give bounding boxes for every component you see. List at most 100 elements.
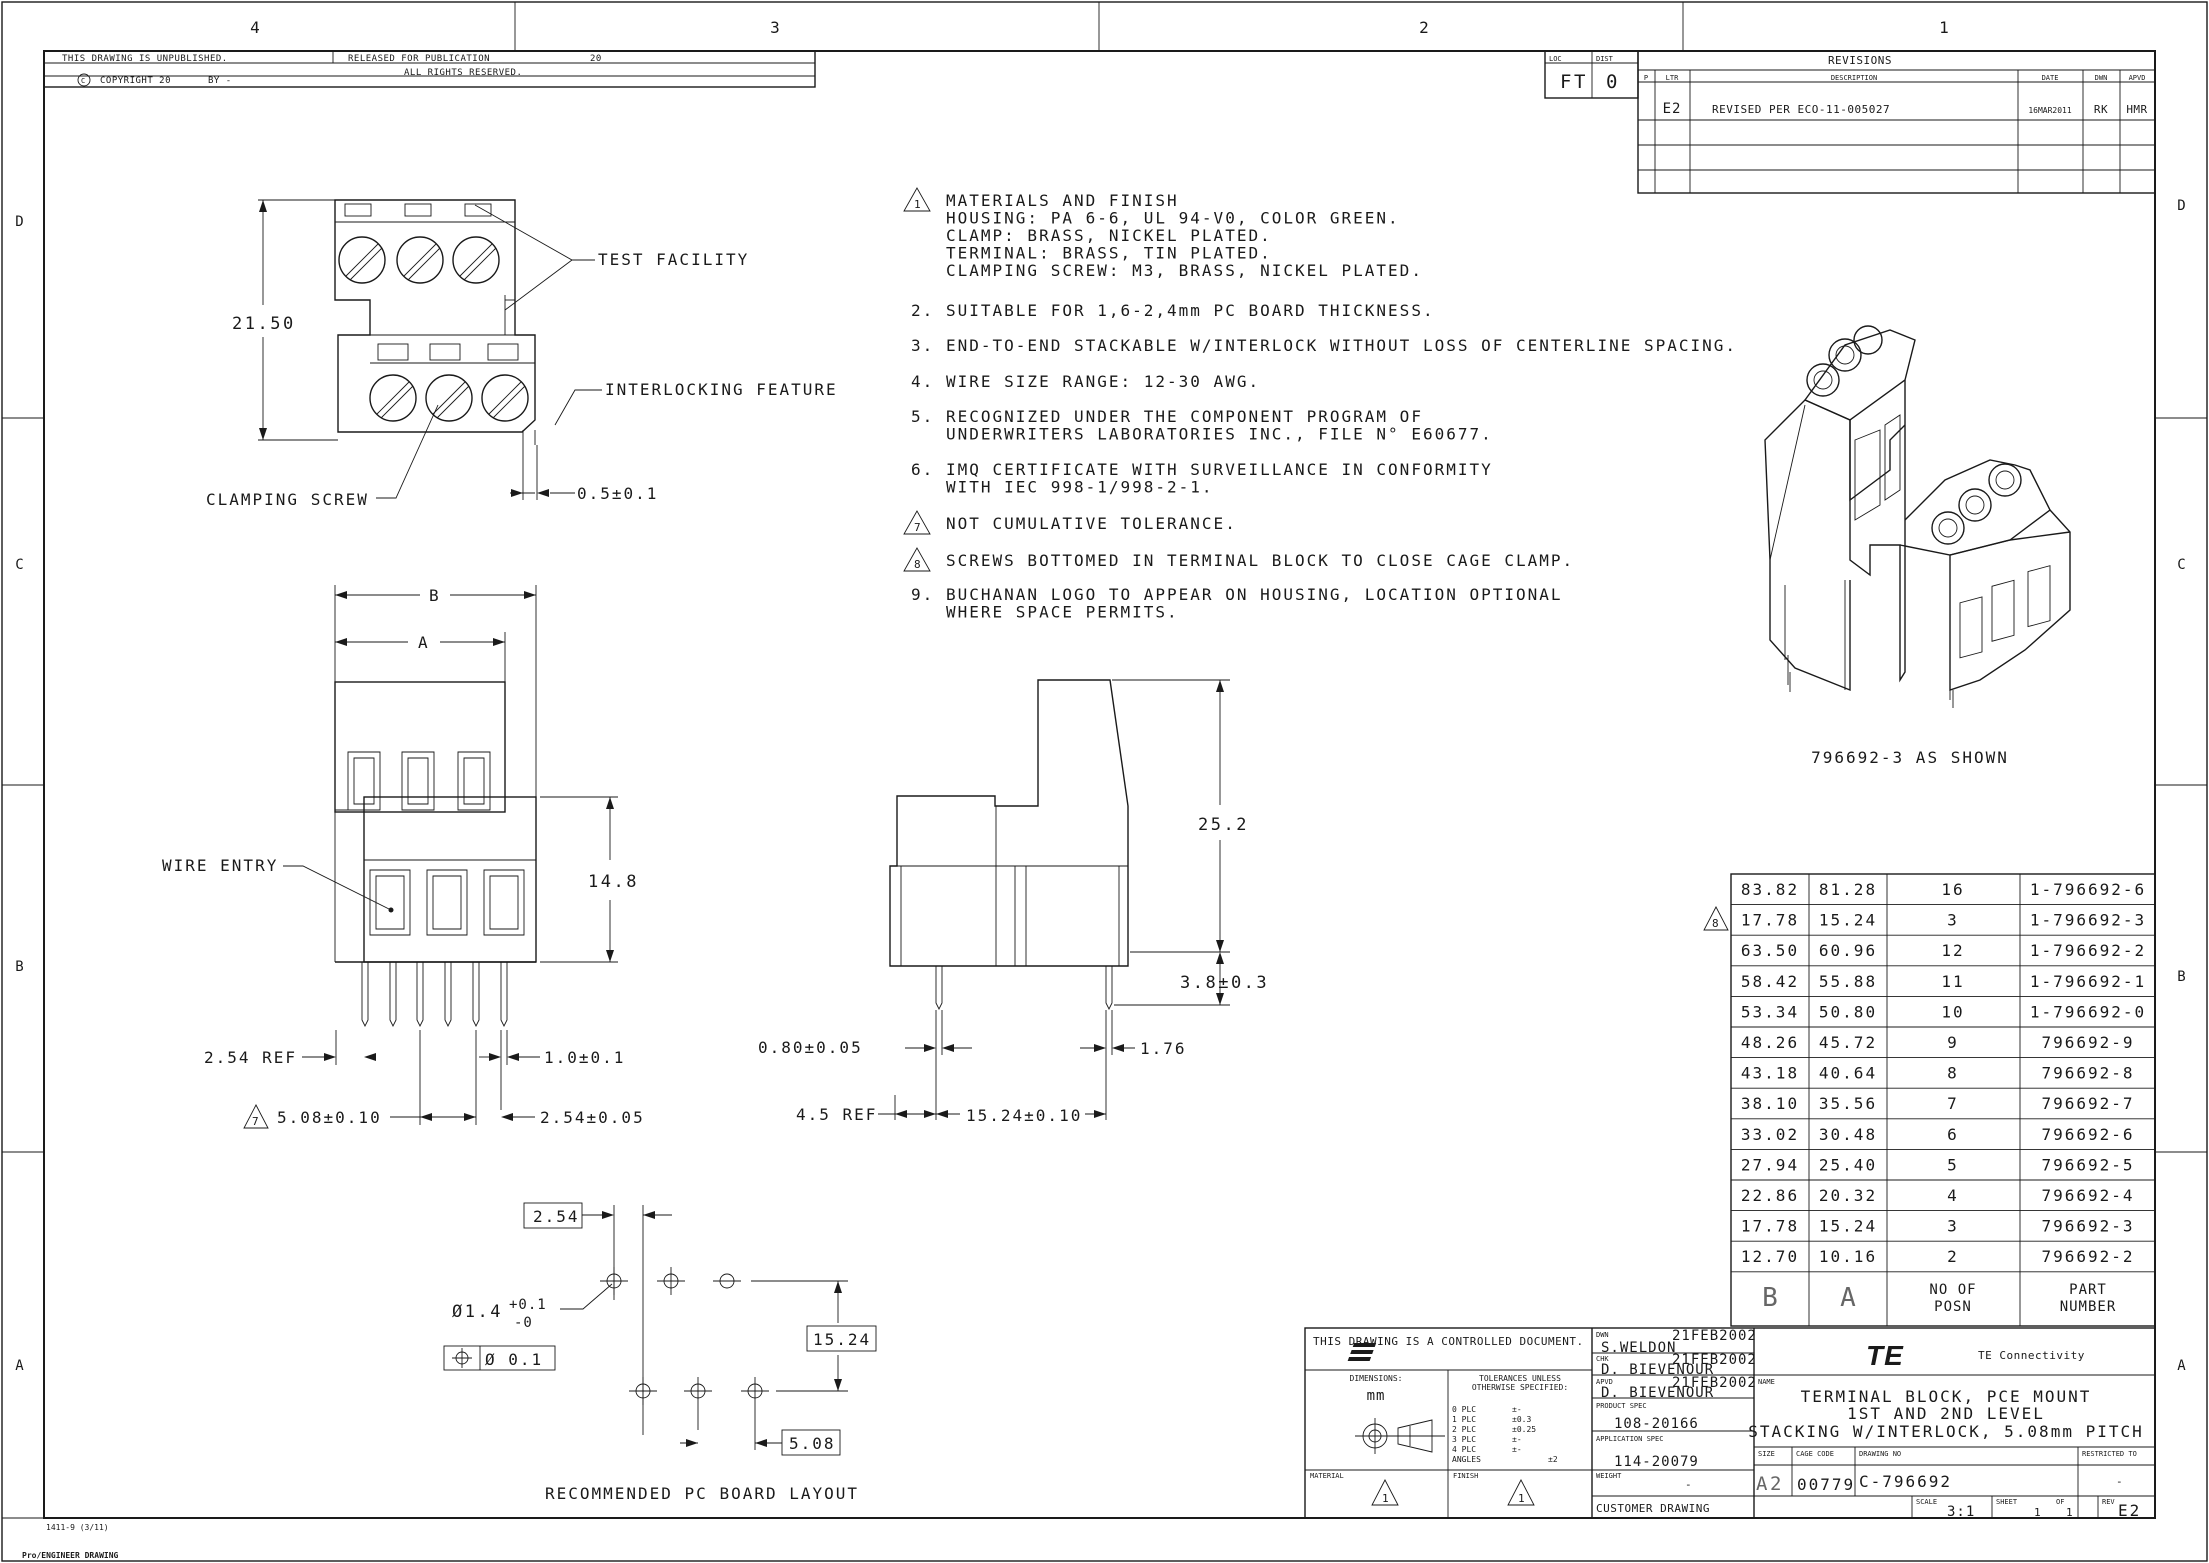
chk-label: CHK bbox=[1596, 1355, 1609, 1363]
table-cell: 1-796692-6 bbox=[2030, 880, 2146, 899]
span-dim: 15.24±0.10 bbox=[966, 1106, 1082, 1125]
table-cell: 40.64 bbox=[1819, 1064, 1877, 1083]
dwg-label: DRAWING NO bbox=[1859, 1450, 1901, 1458]
tol-row-label: 0 PLC bbox=[1452, 1405, 1476, 1414]
table-cell: 796692-8 bbox=[2041, 1064, 2134, 1083]
note-number: 2. bbox=[911, 301, 934, 320]
finish-flag bbox=[1507, 1479, 1535, 1506]
side-height: 25.2 bbox=[1198, 815, 1249, 835]
hole-top-1 bbox=[600, 1267, 628, 1295]
note-line: SCREWS BOTTOMED IN TERMINAL BLOCK TO CLO… bbox=[946, 551, 1574, 570]
zone-side-d: D bbox=[15, 214, 24, 230]
table-cell: 796692-7 bbox=[2041, 1094, 2134, 1113]
table-cell: 27.94 bbox=[1741, 1155, 1799, 1174]
tol-row-value: ±- bbox=[1512, 1435, 1522, 1444]
note-flag-triangle bbox=[903, 187, 931, 212]
note-flag-number: 1 bbox=[914, 198, 921, 211]
table-cell: 53.34 bbox=[1741, 1002, 1799, 1021]
table-header-b: B bbox=[1762, 1283, 1778, 1313]
projection-icon bbox=[1355, 1418, 1445, 1454]
iso-screw-icon bbox=[1931, 511, 1965, 545]
table-cell: 33.02 bbox=[1741, 1125, 1799, 1144]
finish-label: FINISH bbox=[1453, 1472, 1478, 1480]
table-header-a: A bbox=[1840, 1283, 1856, 1313]
tolerance-rows: 0 PLC±-1 PLC±0.32 PLC±0.253 PLC±-4 PLC±-… bbox=[1452, 1405, 1558, 1464]
table-cell: 60.96 bbox=[1819, 941, 1877, 960]
table-cell: 1-796692-2 bbox=[2030, 941, 2146, 960]
screw-icon bbox=[425, 374, 473, 422]
flag-7-triangle bbox=[243, 1104, 269, 1129]
hole-bottom-2 bbox=[684, 1377, 712, 1430]
rev-dwn: RK bbox=[2094, 103, 2108, 116]
tol-row-value: ±2 bbox=[1548, 1455, 1558, 1464]
te-logo: TE bbox=[1347, 1340, 1903, 1371]
table-cell: 45.72 bbox=[1819, 1033, 1877, 1052]
table-cell: 1-796692-1 bbox=[2030, 972, 2146, 991]
released-year: 20 bbox=[590, 54, 602, 64]
scale-label: SCALE bbox=[1916, 1498, 1937, 1506]
tol-row-label: 2 PLC bbox=[1452, 1425, 1476, 1434]
wire-entry-label: WIRE ENTRY bbox=[162, 856, 278, 875]
restricted-label: RESTRICTED TO bbox=[2082, 1450, 2137, 1458]
pin-width: 1.0±0.1 bbox=[544, 1048, 625, 1067]
cage-label: CAGE CODE bbox=[1796, 1450, 1834, 1458]
material-label: MATERIAL bbox=[1310, 1472, 1344, 1480]
copyright-text: COPYRIGHT 20 bbox=[100, 76, 171, 86]
tol-row-label: 1 PLC bbox=[1452, 1415, 1476, 1424]
hole-tol-minus: -0 bbox=[514, 1315, 533, 1331]
chk-date: 21FEB2002 bbox=[1672, 1352, 1757, 1368]
weight-label: WEIGHT bbox=[1596, 1472, 1622, 1480]
pin-thickness: 0.80±0.05 bbox=[758, 1038, 863, 1057]
dimensions-label: DIMENSIONS: bbox=[1350, 1374, 1403, 1383]
ref-45: 4.5 REF bbox=[796, 1105, 877, 1124]
rev-date: 16MAR2011 bbox=[2028, 106, 2072, 115]
sheet-label: SHEET bbox=[1996, 1498, 2018, 1506]
note-flag-number: 8 bbox=[914, 558, 921, 571]
position-tol: Ø 0.1 bbox=[485, 1350, 543, 1369]
tol-row-value: ±- bbox=[1512, 1445, 1522, 1454]
note-flag-triangle bbox=[903, 547, 931, 572]
table-cell: 5 bbox=[1947, 1155, 1959, 1174]
table-cell: 9 bbox=[1947, 1033, 1959, 1052]
of-label: OF bbox=[2056, 1498, 2064, 1506]
dim-a: A bbox=[418, 633, 430, 652]
note-line: IMQ CERTIFICATE WITH SURVEILLANCE IN CON… bbox=[946, 460, 1493, 479]
controlled-doc: THIS DRAWING IS A CONTROLLED DOCUMENT. bbox=[1313, 1335, 1584, 1348]
position-tol-icon bbox=[452, 1348, 472, 1368]
table-cell: 35.56 bbox=[1819, 1094, 1877, 1113]
dwg: C-796692 bbox=[1859, 1472, 1952, 1491]
screw-icon bbox=[369, 374, 417, 422]
flag-8-triangle bbox=[1703, 906, 1729, 931]
zone-top-1: 1 bbox=[1939, 18, 1951, 37]
dim-1524: 15.24 bbox=[813, 1330, 871, 1349]
product-spec: 108-20166 bbox=[1614, 1416, 1699, 1432]
dwn-date: 21FEB2002 bbox=[1672, 1328, 1757, 1344]
material-flag-num: 1 bbox=[1382, 1492, 1389, 1505]
app-spec: 114-20079 bbox=[1614, 1454, 1699, 1470]
form-number: 1411-9 (3/11) bbox=[46, 1523, 109, 1532]
pin-pitch: 2.54±0.05 bbox=[540, 1108, 645, 1127]
copyright-c: C bbox=[81, 77, 85, 85]
table-cell: 3 bbox=[1947, 911, 1959, 930]
iso-caption: 796692-3 AS SHOWN bbox=[1811, 748, 2009, 767]
table-cell: 796692-4 bbox=[2041, 1186, 2134, 1205]
interlocking-label: INTERLOCKING FEATURE bbox=[605, 380, 838, 399]
table-cell: 55.88 bbox=[1819, 972, 1877, 991]
rev-ltr: E2 bbox=[1663, 101, 1682, 117]
table-cell: 16 bbox=[1941, 880, 1964, 899]
rev-header-apvd: APVD bbox=[2129, 74, 2146, 82]
product-spec-label: PRODUCT SPEC bbox=[1596, 1402, 1647, 1410]
customer-drawing: CUSTOMER DRAWING bbox=[1596, 1502, 1710, 1515]
zone-top-4: 4 bbox=[250, 18, 262, 37]
ref-254: 2.54 REF bbox=[204, 1048, 297, 1067]
table-header-number: NUMBER bbox=[2060, 1299, 2117, 1315]
dist-label: DIST bbox=[1596, 55, 1614, 63]
note-number: 6. bbox=[911, 460, 934, 479]
note-line: TERMINAL: BRASS, TIN PLATED. bbox=[946, 244, 1272, 263]
sheet: 1 bbox=[2034, 1506, 2041, 1519]
table-cell: 81.28 bbox=[1819, 880, 1877, 899]
note-line: NOT CUMULATIVE TOLERANCE. bbox=[946, 514, 1237, 533]
title-line-2: 1ST AND 2ND LEVEL bbox=[1847, 1404, 2045, 1423]
